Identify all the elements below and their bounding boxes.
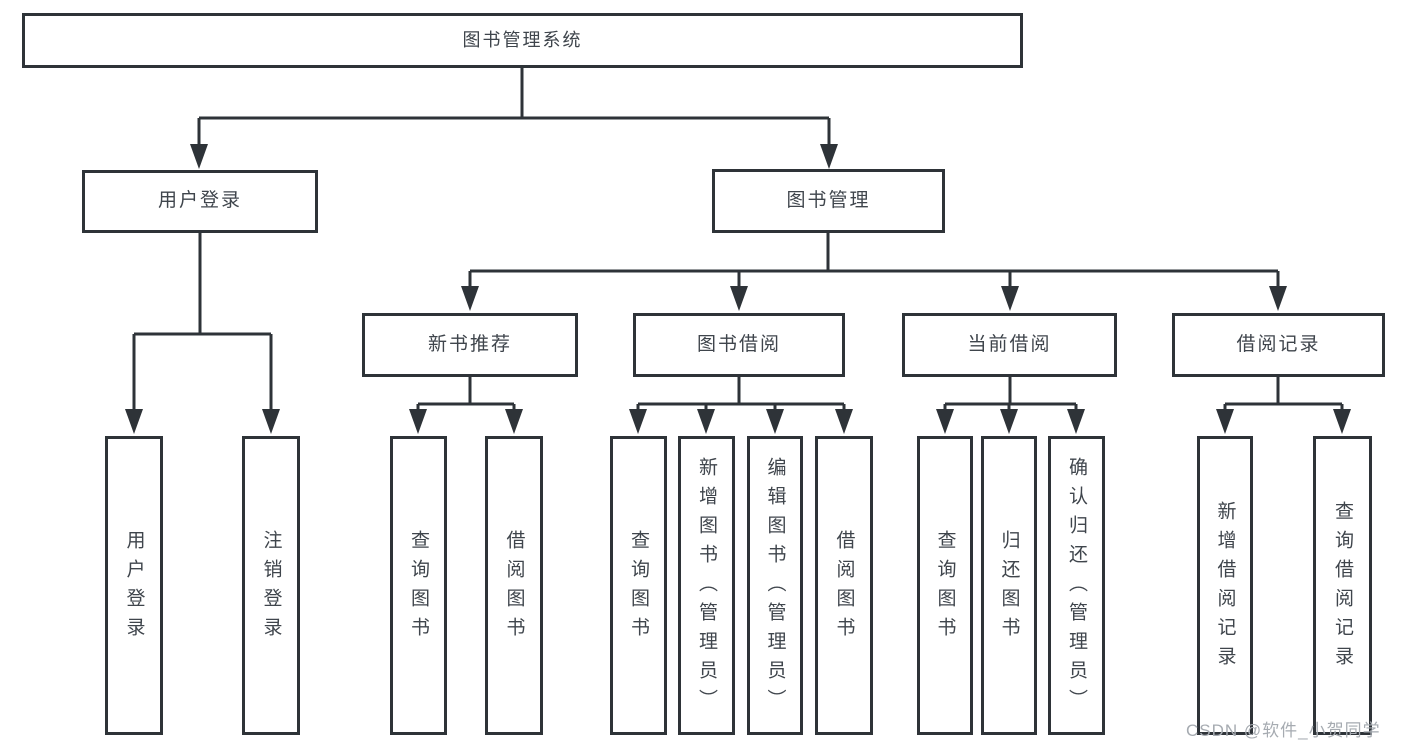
leaf-borrow-books: 借阅图书 (815, 436, 873, 735)
leaf-confirm-return-admin: 确认归还（管理员） (1048, 436, 1105, 735)
arrow-to-book-borrow (730, 286, 748, 311)
arrow-to-leaf-add-record (1216, 409, 1234, 434)
node-current-borrow: 当前借阅 (902, 313, 1117, 377)
arrow-to-new-book (461, 286, 479, 311)
leaf-return-book: 归还图书 (981, 436, 1037, 735)
leaf-query-borrow-record: 查询借阅记录 (1313, 436, 1372, 735)
arrow-to-leaf-query-record (1333, 409, 1351, 434)
node-borrow-record: 借阅记录 (1172, 313, 1385, 377)
arrowheads (125, 144, 1351, 434)
node-new-book-recommend: 新书推荐 (362, 313, 578, 377)
csdn-watermark: CSDN @软件_小贺同学 (1186, 721, 1381, 740)
arrow-to-leaf-query1 (409, 409, 427, 434)
connector-root-to-level2 (197, 68, 831, 160)
leaf-query-books-borrow: 查询图书 (610, 436, 667, 735)
connector-new-book-to-leaves (416, 377, 516, 428)
arrow-to-borrow-record (1269, 286, 1287, 311)
leaf-borrow-books-recommend: 借阅图书 (485, 436, 543, 735)
arrow-to-leaf-borrow2 (835, 409, 853, 434)
arrow-to-leaf-confirm-return (1067, 409, 1085, 434)
arrow-to-current-borrow (1001, 286, 1019, 311)
connector-user-login-to-leaves (132, 233, 273, 428)
leaf-logout: 注销登录 (242, 436, 300, 735)
node-library-system-root: 图书管理系统 (22, 13, 1023, 68)
arrow-to-leaf-add-book (697, 409, 715, 434)
arrow-to-leaf-query3 (936, 409, 954, 434)
arrow-to-leaf-borrow1 (505, 409, 523, 434)
arrow-to-leaf-logout (262, 409, 280, 434)
node-user-login-branch: 用户登录 (82, 170, 318, 233)
arrow-to-leaf-login (125, 409, 143, 434)
arrow-to-leaf-edit-book (766, 409, 784, 434)
leaf-add-book-admin: 新增图书（管理员） (678, 436, 735, 735)
leaf-query-books-current: 查询图书 (917, 436, 973, 735)
node-book-borrow: 图书借阅 (633, 313, 845, 377)
connector-book-borrow-to-leaves (636, 377, 846, 428)
connector-borrow-record-to-leaves (1223, 377, 1344, 428)
node-book-management-branch: 图书管理 (712, 169, 945, 233)
leaf-edit-book-admin: 编辑图书（管理员） (747, 436, 803, 735)
leaf-query-books-recommend: 查询图书 (390, 436, 447, 735)
connector-book-management-to-sections (468, 233, 1280, 303)
arrow-to-user-login (190, 144, 208, 169)
arrow-to-book-management (820, 144, 838, 169)
leaf-add-borrow-record: 新增借阅记录 (1197, 436, 1253, 735)
arrow-to-leaf-return (1000, 409, 1018, 434)
leaf-user-login: 用户登录 (105, 436, 163, 735)
arrow-to-leaf-query2 (629, 409, 647, 434)
